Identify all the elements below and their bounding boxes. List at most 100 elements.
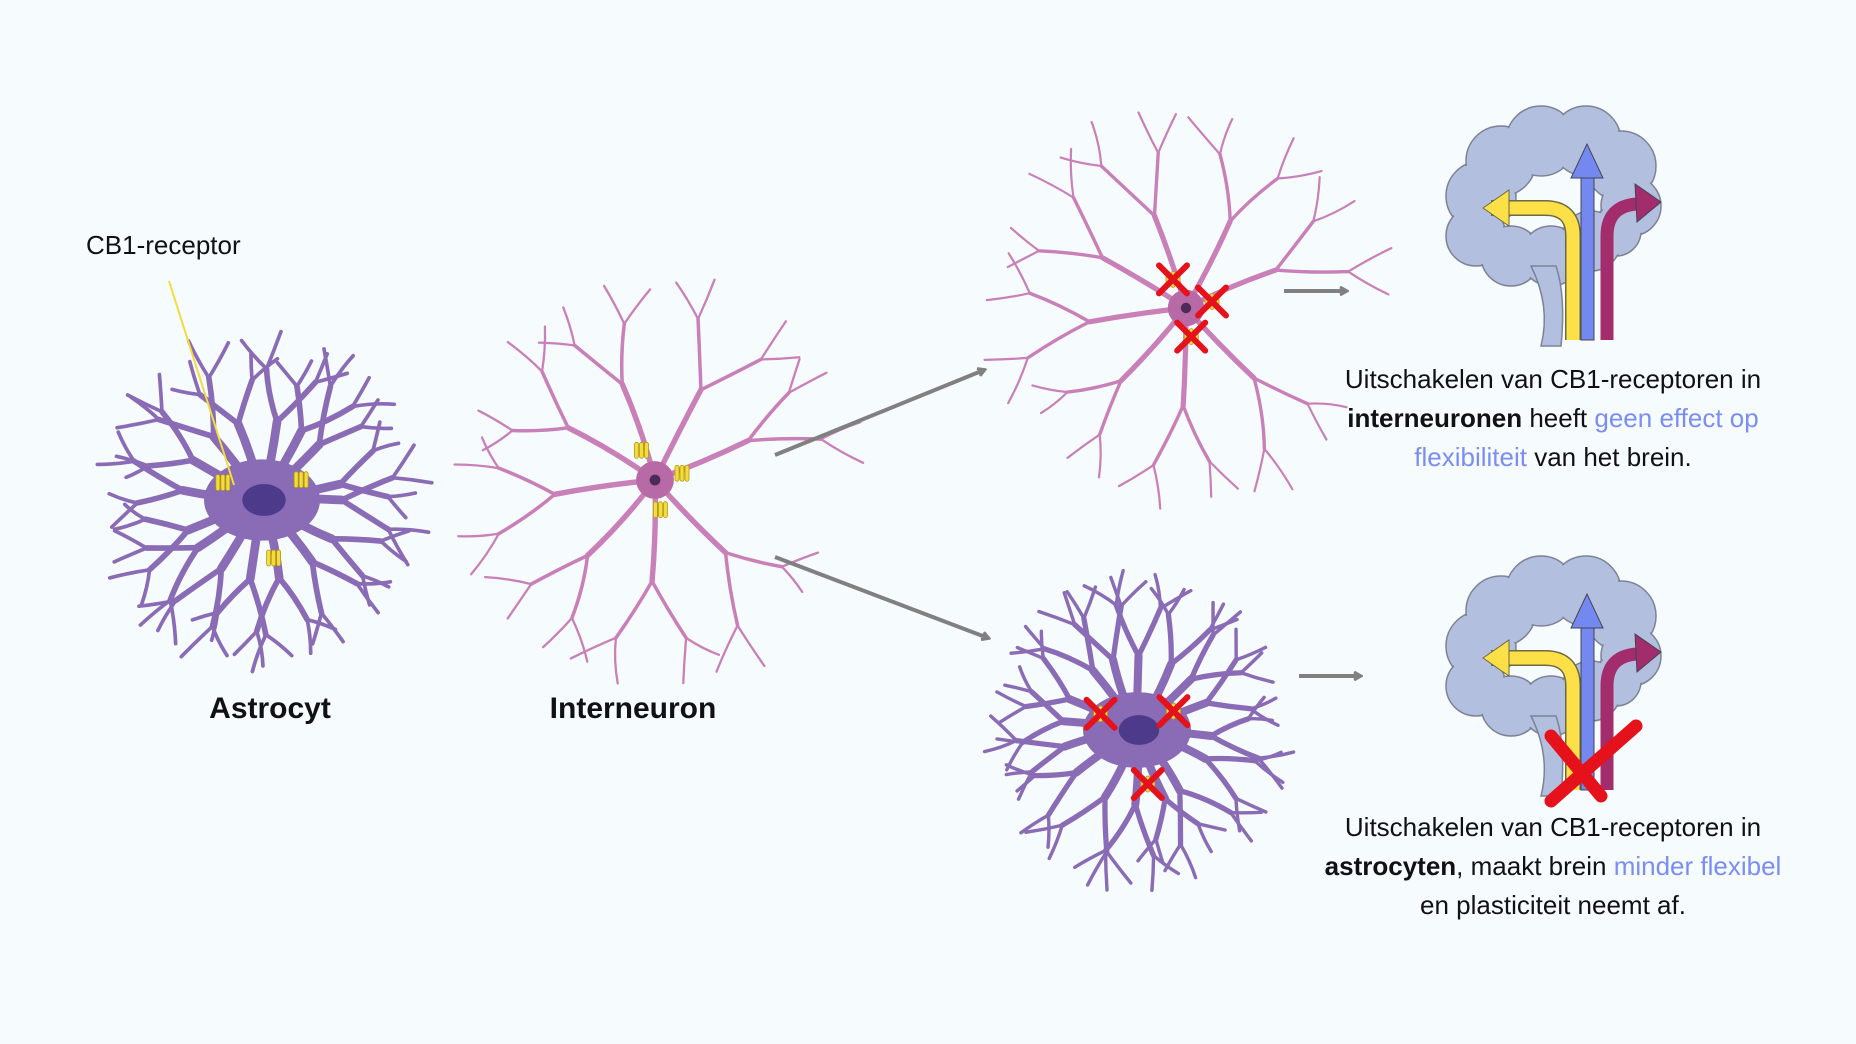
neuron-process [355,579,393,586]
neuron-process [1178,842,1198,880]
neuron-process [1253,750,1283,763]
neuron-process [232,629,259,657]
neuron-process [235,377,255,427]
neuron-process [1028,172,1075,199]
nucleus [649,474,661,486]
neuron-process [114,454,151,468]
caption-astrocyte: Uitschakelen van CB1-receptoren in astro… [1318,808,1788,925]
caption-highlight: geen effect op flexibiliteit [1414,403,1759,472]
neuron-process [1046,813,1051,849]
neuron-process [1023,696,1073,710]
neuron-process [1119,580,1148,608]
neuron-process [1072,621,1116,663]
neuron-process [1007,356,1029,405]
brain-less-flexible [1445,555,1662,808]
neuron-process [540,325,547,373]
neuron-process [780,565,804,594]
neuron-process [115,417,161,430]
neuron-process [759,320,787,361]
neuron-process [1059,794,1108,828]
neuron-process [264,329,283,371]
neuron-process [295,359,314,389]
neuron-process [1187,116,1222,156]
neuron-process [1005,740,1025,772]
neuron-process [481,429,514,452]
neuron-process [1114,568,1125,607]
neuron-process [1098,379,1123,437]
cb1-receptor-icon [674,464,690,482]
caption-bold: astrocyten [1324,851,1457,881]
neuron-process [139,567,152,606]
knockout-x-icon [1174,319,1209,354]
neuron-process [337,448,376,487]
knockout-x-icon [1156,262,1190,297]
neuron-process [313,371,350,385]
neuron-process [310,611,324,646]
neuron-process [1208,716,1251,739]
neuron-process [134,487,186,506]
neuron-process [322,347,333,389]
neuron-process [156,598,178,633]
cb1-receptor-icon [215,474,231,492]
arrow-to-interneuron-knockout [774,370,984,457]
neuron-process [1082,584,1118,607]
neuron-process [1136,837,1158,863]
neuron-process [469,532,500,576]
neuron-process [1196,822,1213,854]
neuron-process [723,550,784,569]
neuron-process [1152,463,1162,510]
neuron-process [1150,853,1156,893]
knockout-x-icon [1544,719,1643,808]
neuron-process [95,459,137,467]
neuron-process [129,395,161,422]
neuron-process [1239,671,1275,684]
neuron-process [209,565,225,630]
neuron-process [253,575,283,635]
neuron-process [1306,402,1348,409]
neuron-process [1177,788,1234,816]
neuron-process [1028,291,1092,324]
neuron-process [497,492,557,536]
neuron-process [1004,770,1034,777]
neuron-process [684,636,721,656]
neuron-process [1042,646,1096,673]
neuron-process [614,579,654,640]
neuron-process [371,420,382,453]
neuron-process [1188,670,1244,682]
neuron-process [309,559,360,587]
neuron-process [1202,755,1258,764]
caption-text: , maakt brein [1456,851,1614,881]
neuron-process [359,398,380,429]
neuron-process [787,371,828,394]
astrocyte-knockout-cell [982,568,1296,893]
neuron-process [1228,810,1254,843]
neuron-process [305,617,338,632]
neuron-process [1276,137,1295,180]
neuron-process [1306,402,1328,441]
neuron-process [1062,591,1077,627]
neuron-process [1045,769,1079,818]
neuron-process [263,366,280,425]
neuron-process [1203,700,1254,712]
caption-text: en plasticiteit neemt af. [1420,890,1686,920]
neuron-process [1117,463,1155,488]
neuron-process [1153,796,1168,842]
neuron-process [1037,609,1077,627]
neuron-process [188,359,202,397]
neuron-process [457,532,500,538]
caption-text: Uitschakelen van CB1-receptoren in [1344,364,1762,394]
neuron-process [1090,120,1103,168]
neuron-process [736,624,766,668]
neuron-process [107,567,152,580]
neuron-process [1032,769,1079,779]
neuron-process [542,616,574,649]
neuron-process [1165,611,1174,667]
neuron-process [1312,176,1321,223]
arrow-to-astrocyte-knockout [774,555,988,638]
neuron-process [570,616,589,663]
neuron-process [249,352,254,383]
neuron-process [1137,111,1160,154]
neuron-process [378,528,411,543]
neuron-process [179,624,215,659]
neuron-process [197,391,241,427]
